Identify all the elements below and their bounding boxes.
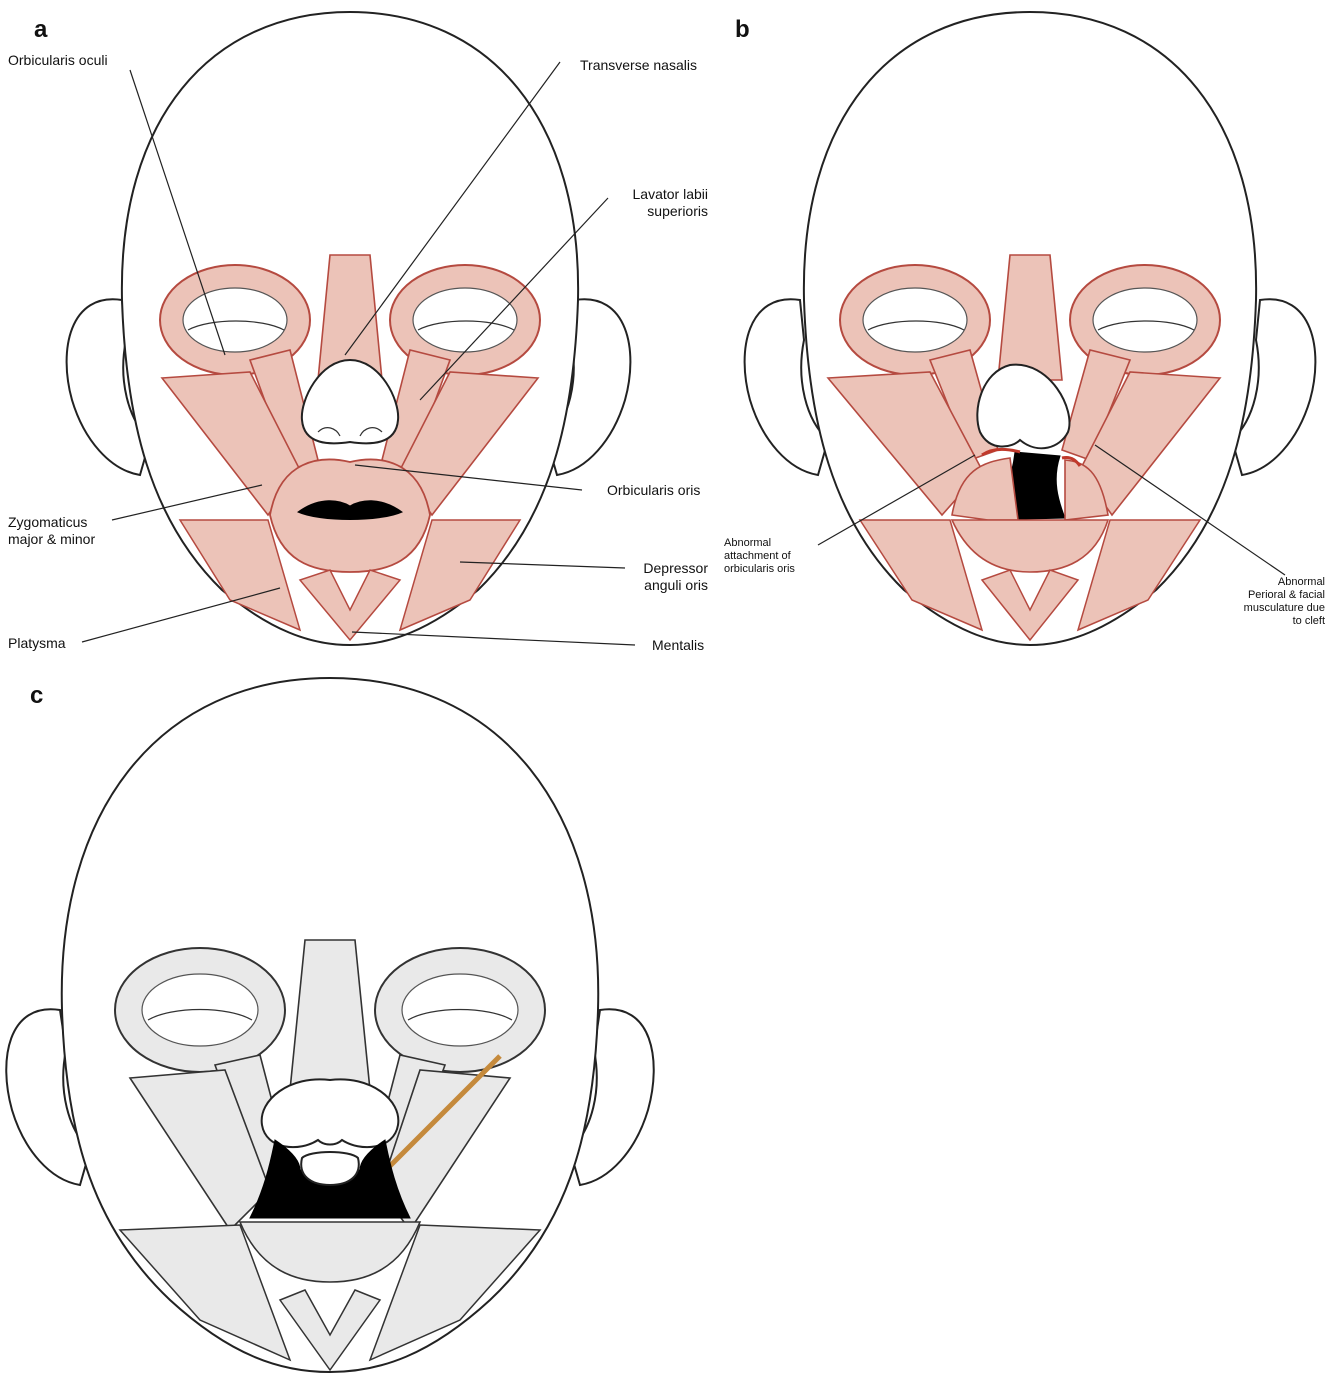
nasalis-muscle [290,940,370,1090]
label-levator-labii-superioris: Lavator labii superioris [598,186,708,220]
label-abnormal-musculature: Abnormal Perioral & facial musculature d… [1215,576,1325,628]
prolabium [301,1152,359,1185]
panel-b: b Abnor [720,0,1339,665]
label-abnormal-attachment: Abnormal attachment of orbicularis oris [724,537,795,576]
nasalis-muscle [998,255,1062,380]
label-orbicularis-oculi: Orbicularis oculi [8,52,108,69]
nose [262,1079,399,1147]
face-illustration-b [720,0,1339,665]
label-transverse-nasalis: Transverse nasalis [580,57,697,74]
orbicularis-oculi-right [375,948,545,1072]
face-illustration-c [0,670,660,1376]
label-mentalis: Mentalis [652,637,704,654]
panel-a: a [0,0,720,660]
panel-c: c [0,670,660,1376]
label-depressor-anguli-oris: Depressor anguli oris [598,560,708,594]
label-orbicularis-oris: Orbicularis oris [607,482,700,499]
label-zygomaticus: Zygomaticus major & minor [8,514,95,548]
label-platysma: Platysma [8,635,66,652]
orbicularis-oculi-left [115,948,285,1072]
